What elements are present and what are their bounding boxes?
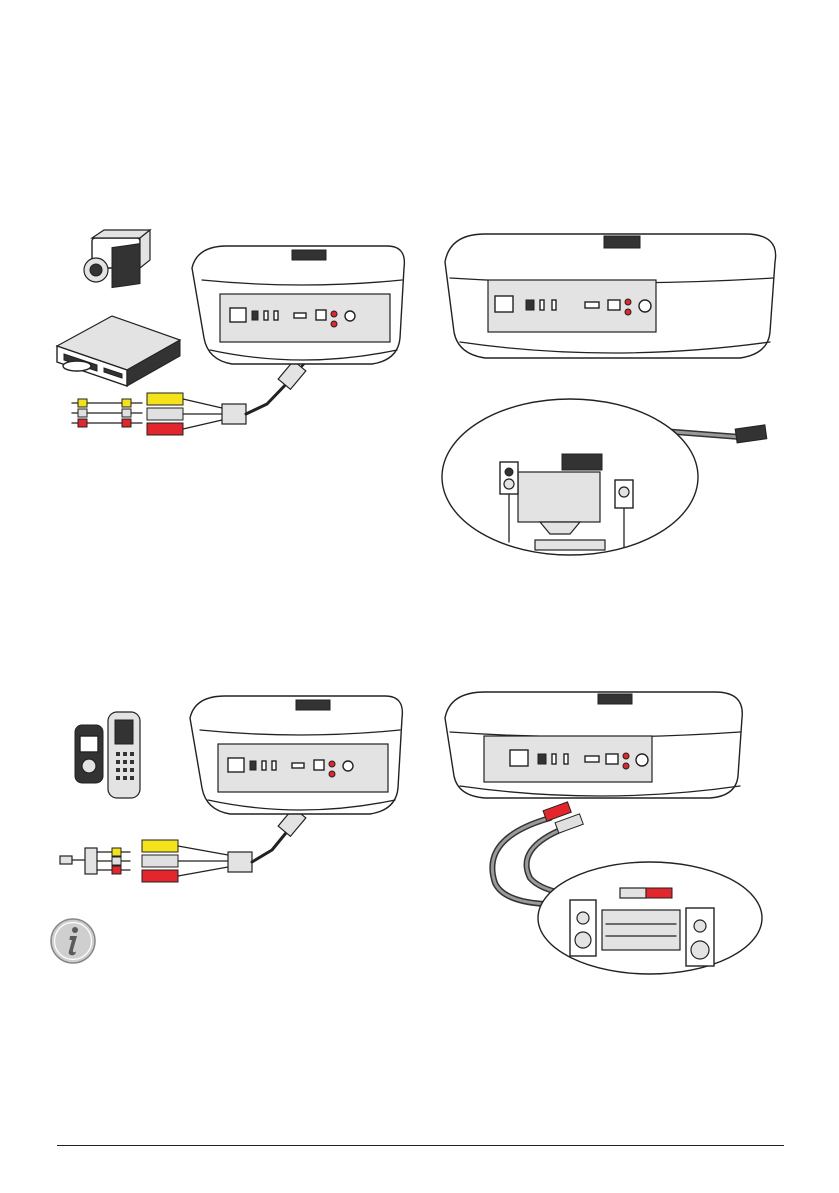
projector-icon xyxy=(445,692,742,798)
camcorder-icon xyxy=(84,230,150,288)
figure-av-camcorder-dvd xyxy=(52,228,422,443)
projector-icon xyxy=(192,246,404,364)
figure-rca-hifi xyxy=(440,688,770,978)
info-icon xyxy=(48,916,98,966)
footer-rule xyxy=(57,1145,784,1146)
home-cinema-icon xyxy=(442,399,698,555)
dvd-player-icon xyxy=(57,316,180,386)
figure-av-mobile-devices xyxy=(50,690,420,900)
figure-optical-home-cinema xyxy=(440,222,790,562)
hifi-stereo-icon xyxy=(538,862,762,974)
projector-icon xyxy=(445,234,776,358)
projector-icon xyxy=(190,696,402,814)
rca-plug-pairs xyxy=(72,399,142,427)
mobile-phone-icon xyxy=(108,712,140,798)
headphone-adapter xyxy=(60,848,130,874)
mp3-player-icon xyxy=(75,725,103,783)
